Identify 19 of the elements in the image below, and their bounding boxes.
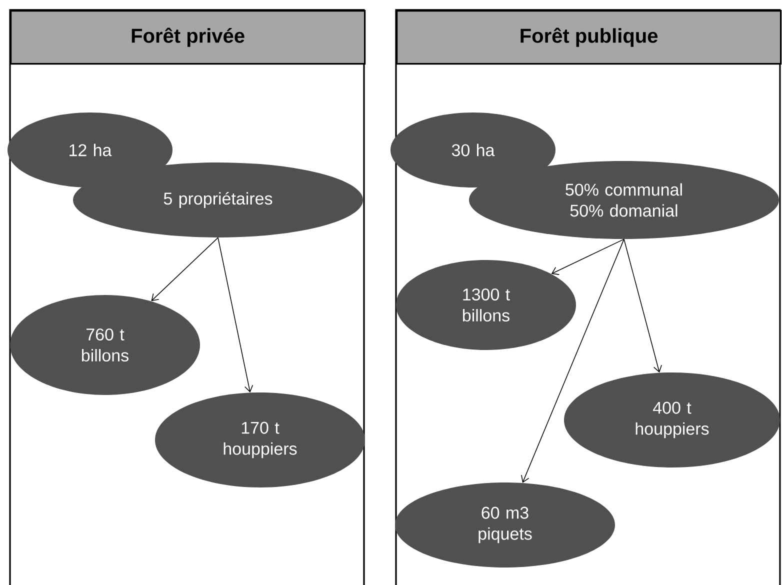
arrow bbox=[521, 238, 624, 483]
ellipse-node: 60 m3 piquets bbox=[395, 482, 615, 568]
arrow bbox=[624, 238, 662, 373]
ellipse-node: 12 ha bbox=[8, 112, 172, 188]
panel-header: Forêt privée bbox=[10, 10, 366, 65]
ellipse-node: 1300 t billons bbox=[396, 260, 576, 350]
ellipse-node: 760 t billons bbox=[10, 294, 200, 395]
ellipse-node: 30 ha bbox=[390, 112, 556, 188]
panel-header: Forêt publique bbox=[396, 10, 782, 65]
panel bbox=[9, 9, 366, 585]
arrow bbox=[551, 238, 624, 275]
node-label: 12 ha bbox=[70, 144, 112, 156]
ellipse-node: 400 t houppiers bbox=[564, 372, 780, 468]
arrow bbox=[151, 237, 218, 302]
ellipse-node: 5 propriétaires bbox=[73, 162, 363, 238]
panel bbox=[395, 9, 782, 585]
arrow bbox=[218, 237, 254, 392]
ellipse-node: 170 t houppiers bbox=[155, 392, 365, 488]
ellipse-node: 50% communal 50% domanial bbox=[469, 160, 779, 239]
